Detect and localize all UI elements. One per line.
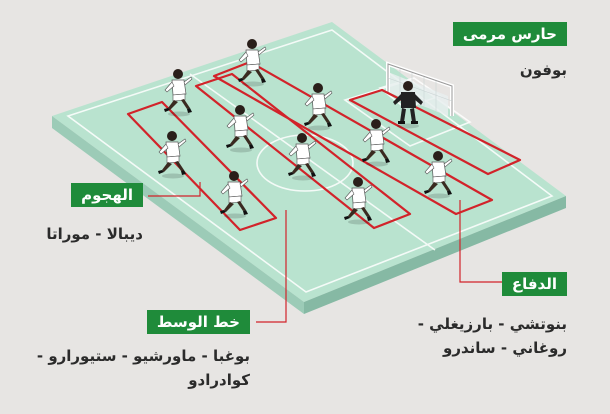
- attack-names: ديبالا - موراتا: [46, 222, 143, 246]
- attack-name-line: ديبالا - موراتا: [46, 225, 143, 243]
- midfield-name-line-1: بوغبا - ماورشيو - ستيورارو -: [36, 347, 250, 365]
- defense-names: بنوتشي - بارزيغلي - روغاني - ساندرو: [418, 312, 567, 360]
- midfield-label: خط الوسط: [146, 310, 250, 334]
- attack-label: الهجوم: [71, 183, 143, 207]
- defense-name-line-1: بنوتشي - بارزيغلي -: [417, 315, 567, 333]
- midfield-name-line-2: كوادرادو: [188, 371, 250, 389]
- midfield-names: بوغبا - ماورشيو - ستيورارو - كوادرادو: [37, 344, 250, 392]
- defense-label: الدفاع: [501, 272, 567, 296]
- defense-name-line-2: روغاني - ساندرو: [443, 339, 567, 357]
- goal-net-icon: [386, 61, 454, 116]
- goalkeeper-icon: [393, 81, 423, 129]
- goalkeeper-name-line: بوفون: [519, 61, 567, 79]
- goalkeeper-label: حارس مرمى: [452, 22, 567, 46]
- goalkeeper-names: بوفون: [520, 58, 567, 82]
